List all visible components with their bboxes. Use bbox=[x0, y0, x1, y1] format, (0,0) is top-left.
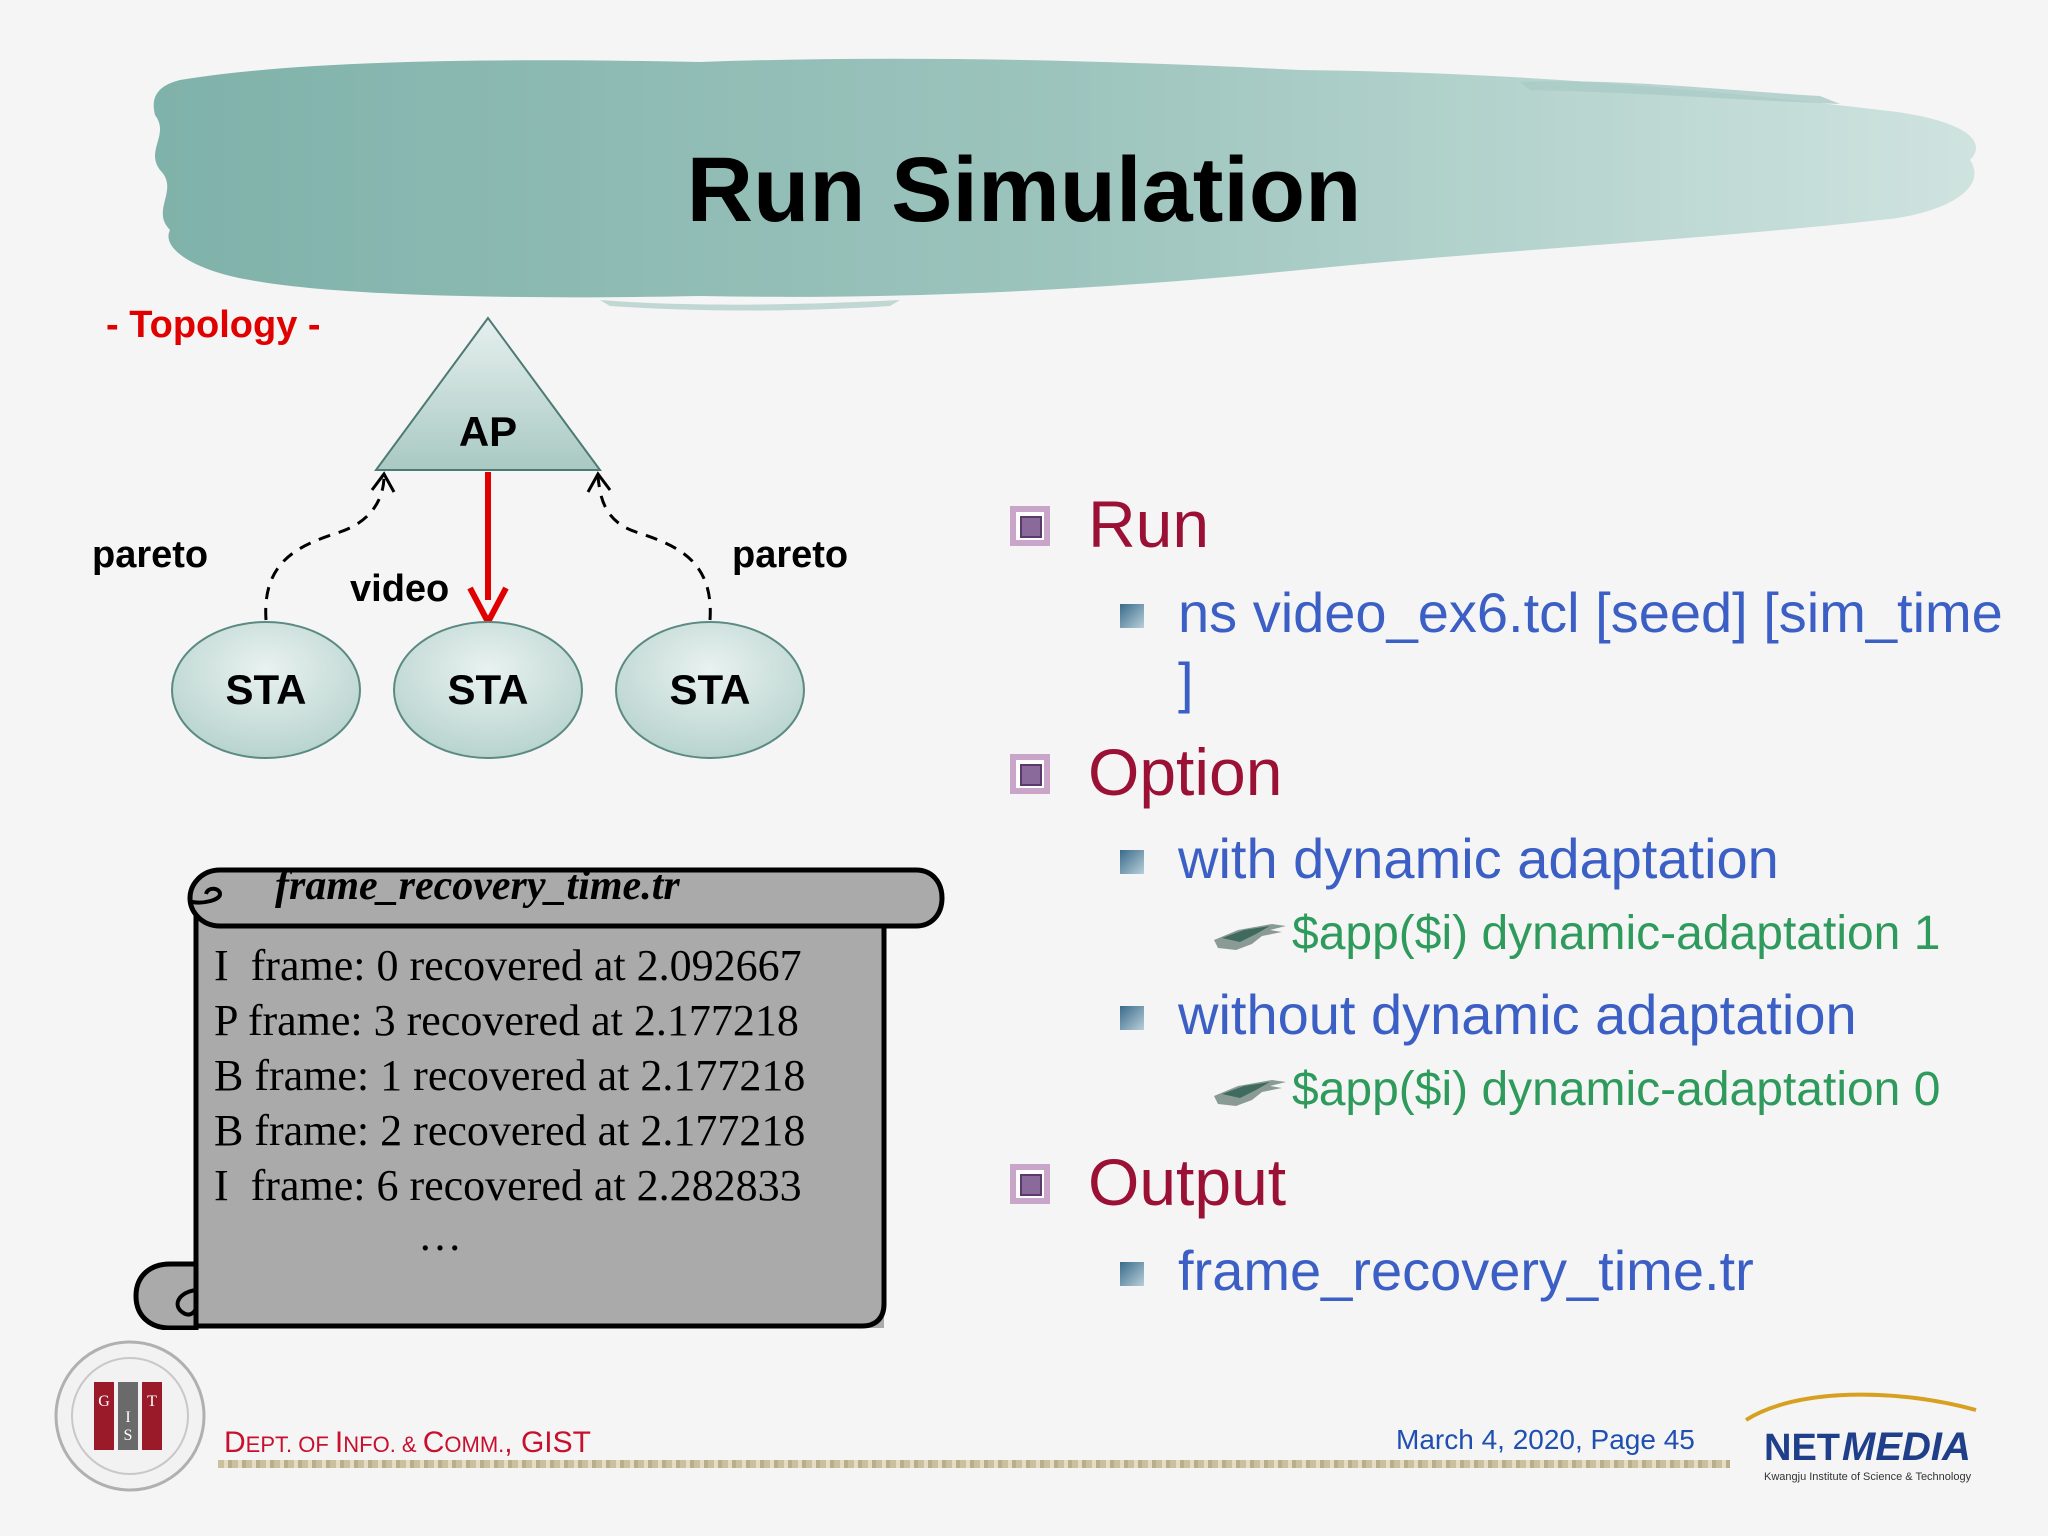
logo-net: NET bbox=[1764, 1427, 1840, 1469]
page-title: Run Simulation bbox=[686, 139, 1362, 241]
title-banner bbox=[153, 58, 1976, 311]
logo-media: MEDIA bbox=[1842, 1425, 1971, 1469]
edge-label-video: video bbox=[350, 568, 450, 610]
trace-line: B frame: 1 recovered at 2.177218 bbox=[214, 1051, 806, 1100]
sub-bullet-icon bbox=[1120, 1006, 1144, 1030]
footer-date-page: March 4, 2020, Page 45 bbox=[1396, 1424, 1695, 1455]
sub-bullet-icon bbox=[1120, 604, 1144, 628]
footer-department: DEPT. OF INFO. & COMM., GIST bbox=[224, 1426, 591, 1459]
sta-label: STA bbox=[669, 666, 751, 713]
option-with: with dynamic adaptation bbox=[1178, 827, 1779, 890]
topology-diagram bbox=[171, 316, 805, 759]
trace-line: I frame: 0 recovered at 2.092667 bbox=[214, 941, 802, 990]
option-without: without dynamic adaptation bbox=[1178, 983, 1857, 1046]
section-heading-run: Run bbox=[1088, 487, 1210, 561]
bullet-square-icon bbox=[1010, 754, 1050, 794]
sta-node-left bbox=[171, 621, 361, 759]
run-command-cont: ] bbox=[1178, 651, 1194, 714]
run-command: ns video_ex6.tcl [seed] [sim_time bbox=[1178, 581, 2003, 644]
logo-letter: S bbox=[124, 1427, 133, 1444]
pointing-hand-icon bbox=[1214, 924, 1286, 950]
trace-line: B frame: 2 recovered at 2.177218 bbox=[214, 1106, 806, 1155]
trace-ellipsis: … bbox=[418, 1211, 462, 1260]
pointing-hand-icon bbox=[1214, 1080, 1286, 1106]
sub-bullet-icon bbox=[1120, 1262, 1144, 1286]
trace-scroll bbox=[133, 867, 945, 1330]
logo-tagline: Kwangju Institute of Science & Technolog… bbox=[1764, 1471, 1972, 1483]
ap-label: AP bbox=[458, 408, 518, 455]
section-heading-output: Output bbox=[1088, 1145, 1287, 1219]
trace-line: P frame: 3 recovered at 2.177218 bbox=[214, 996, 799, 1045]
bullet-square-icon bbox=[1010, 1164, 1050, 1204]
logo-letter: G bbox=[98, 1393, 110, 1410]
pareto-link-right bbox=[596, 475, 712, 621]
sta-node-middle bbox=[393, 621, 583, 759]
sta-label: STA bbox=[225, 666, 307, 713]
topology-label: - Topology - bbox=[106, 304, 321, 346]
sub-bullet-icon bbox=[1120, 850, 1144, 874]
pareto-link-left bbox=[264, 475, 386, 621]
option-with-code: $app($i) dynamic-adaptation 1 bbox=[1292, 907, 1941, 960]
logo-letter: I bbox=[125, 1409, 130, 1426]
netmedia-logo: NET MEDIA Kwangju Institute of Science &… bbox=[1744, 1392, 1977, 1483]
option-without-code: $app($i) dynamic-adaptation 0 bbox=[1292, 1063, 1941, 1116]
edge-label-pareto-right: pareto bbox=[732, 534, 849, 576]
section-heading-option: Option bbox=[1088, 735, 1283, 809]
logo-letter: T bbox=[147, 1393, 157, 1410]
output-file: frame_recovery_time.tr bbox=[1178, 1239, 1754, 1302]
bullet-square-icon bbox=[1010, 506, 1050, 546]
edge-label-pareto-left: pareto bbox=[92, 534, 209, 576]
footer-divider bbox=[218, 1460, 1730, 1468]
sta-label: STA bbox=[447, 666, 529, 713]
gist-seal-logo: G I S T bbox=[54, 1340, 206, 1492]
sta-node-right bbox=[615, 621, 805, 759]
ap-node bbox=[374, 316, 602, 471]
trace-filename: frame_recovery_time.tr bbox=[275, 863, 680, 909]
trace-line: I frame: 6 recovered at 2.282833 bbox=[214, 1161, 802, 1210]
